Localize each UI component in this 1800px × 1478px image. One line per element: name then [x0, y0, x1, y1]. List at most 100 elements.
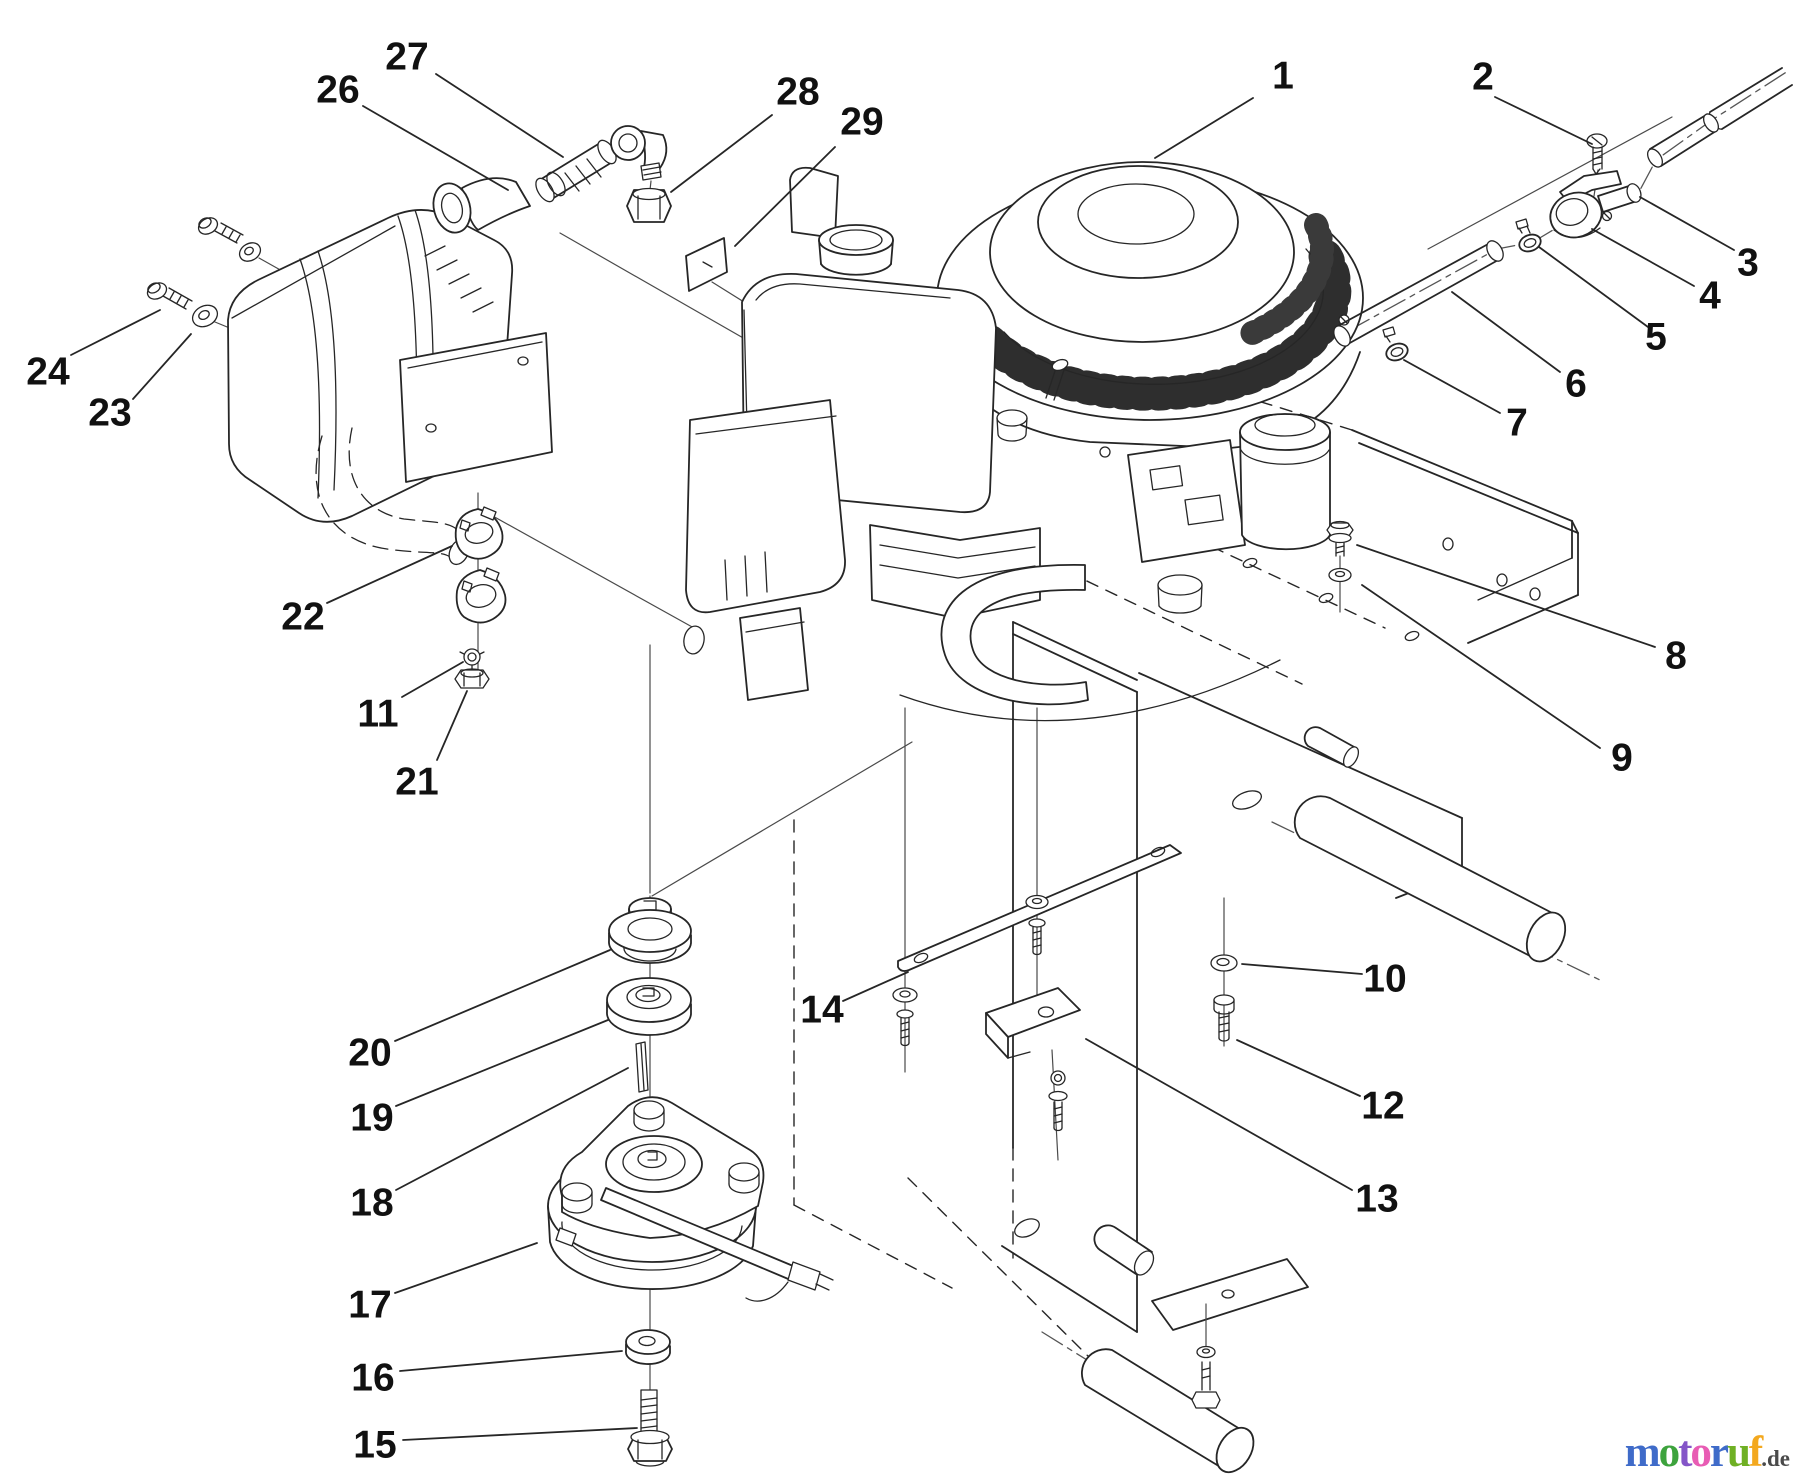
washer-9: [1328, 567, 1352, 583]
logo-letter: r: [1709, 1429, 1729, 1476]
callout-11: 11: [357, 693, 398, 736]
leader-line-4: [1591, 228, 1695, 287]
leader-line-8: [1356, 544, 1656, 648]
leader-line-24: [70, 309, 161, 356]
motoruf-logo[interactable]: motoruf.de: [1625, 1431, 1790, 1474]
elbow-fitting-26: [432, 177, 531, 234]
callout-19: 19: [350, 1097, 393, 1140]
lower-pin: [1093, 1224, 1155, 1276]
leader-line-29: [734, 146, 836, 247]
leader-line-13: [1085, 1038, 1353, 1191]
bracket-13: [985, 987, 1081, 1132]
eye-elbow-28: [610, 125, 672, 223]
pulley-hub-20: [608, 897, 692, 964]
bottom-plate: [1151, 1258, 1309, 1409]
logo-letter: m: [1624, 1429, 1661, 1476]
motoruf-logo-word: motoruf: [1624, 1429, 1764, 1476]
nut-21: [454, 668, 490, 689]
logo-letter: f: [1748, 1429, 1763, 1476]
callout-27: 27: [385, 36, 428, 79]
clamp-7: [1382, 326, 1409, 362]
deck-pin: [1303, 726, 1360, 768]
fuel-tube-6: [1333, 240, 1504, 347]
strap-washer-left: [892, 987, 918, 1047]
oil-filter: [1239, 413, 1331, 551]
logo-letter: u: [1727, 1429, 1751, 1476]
leader-line-18: [395, 1067, 629, 1191]
leader-line-17: [394, 1242, 538, 1294]
callout-22: 22: [281, 596, 324, 639]
lower-tube: [1041, 1331, 1255, 1474]
leader-line-6: [1451, 291, 1561, 373]
leader-line-3: [1639, 196, 1735, 251]
leader-line-26: [362, 105, 509, 191]
key-18: [635, 1041, 649, 1093]
callout-21: 21: [395, 761, 438, 804]
frame-chassis: [793, 395, 1601, 1474]
callout-28: 28: [776, 71, 819, 114]
logo-letter: o: [1658, 1429, 1680, 1476]
leader-line-7: [1403, 359, 1501, 414]
washer-pulley-19: [606, 977, 692, 1036]
strap-washer-mid: [1025, 894, 1049, 956]
callout-9: 9: [1611, 737, 1633, 780]
callout-20: 20: [348, 1032, 391, 1075]
leader-line-16: [399, 1350, 623, 1372]
callout-26: 26: [316, 69, 359, 112]
leader-line-1: [1154, 97, 1254, 159]
callout-5: 5: [1645, 316, 1667, 359]
logo-letter: o: [1690, 1429, 1711, 1476]
callout-23: 23: [88, 392, 131, 435]
callout-12: 12: [1361, 1085, 1404, 1128]
callout-10: 10: [1363, 958, 1406, 1001]
leader-line-9: [1361, 584, 1601, 749]
leader-line-20: [394, 949, 611, 1042]
callout-16: 16: [351, 1357, 394, 1400]
callout-8: 8: [1665, 635, 1687, 678]
muffler-heat-shield: [227, 209, 553, 566]
callout-18: 18: [350, 1182, 393, 1225]
handle-tube: [1271, 795, 1601, 981]
leader-line-22: [326, 545, 453, 604]
exhaust-gaskets: [454, 506, 507, 624]
callout-24: 24: [26, 351, 70, 394]
fuel-shutoff-valve: [1549, 170, 1642, 239]
muffler-screw-lower: [146, 282, 219, 328]
callout-14: 14: [800, 989, 844, 1032]
callout-6: 6: [1565, 363, 1587, 406]
callout-1: 1: [1272, 55, 1294, 98]
leader-line-28: [670, 114, 773, 193]
washer-16: [625, 1329, 671, 1365]
plate-29: [685, 237, 728, 292]
callout-13: 13: [1355, 1178, 1398, 1221]
fuel-hose: [1647, 67, 1793, 168]
callout-29: 29: [840, 101, 883, 144]
leader-line-10: [1241, 963, 1363, 975]
leader-line-5: [1538, 246, 1649, 328]
callout-15: 15: [353, 1424, 396, 1467]
callout-2: 2: [1472, 56, 1494, 99]
leader-line-19: [395, 1019, 609, 1107]
muffler-screw-upper: [197, 217, 262, 262]
clamp-5: [1515, 218, 1542, 253]
leader-line-27: [435, 73, 564, 158]
leader-line-15: [402, 1427, 638, 1441]
electric-clutch-17: [547, 1096, 834, 1302]
hose-barb-27: [535, 139, 617, 203]
lock-washer-11: [459, 648, 485, 670]
leader-line-11: [401, 661, 464, 698]
logo-letter: t: [1678, 1429, 1692, 1476]
bolt-8: [1326, 520, 1354, 557]
leader-line-12: [1236, 1039, 1361, 1097]
callout-4: 4: [1699, 275, 1721, 318]
leader-line-2: [1494, 96, 1593, 145]
leader-line-14: [842, 971, 909, 1002]
leader-line-23: [132, 333, 192, 400]
callout-17: 17: [348, 1284, 391, 1327]
washer-10: [1210, 954, 1238, 972]
motoruf-logo-suffix: .de: [1761, 1446, 1790, 1471]
bolt-12: [1213, 994, 1235, 1042]
engine-assembly: [683, 161, 1364, 722]
